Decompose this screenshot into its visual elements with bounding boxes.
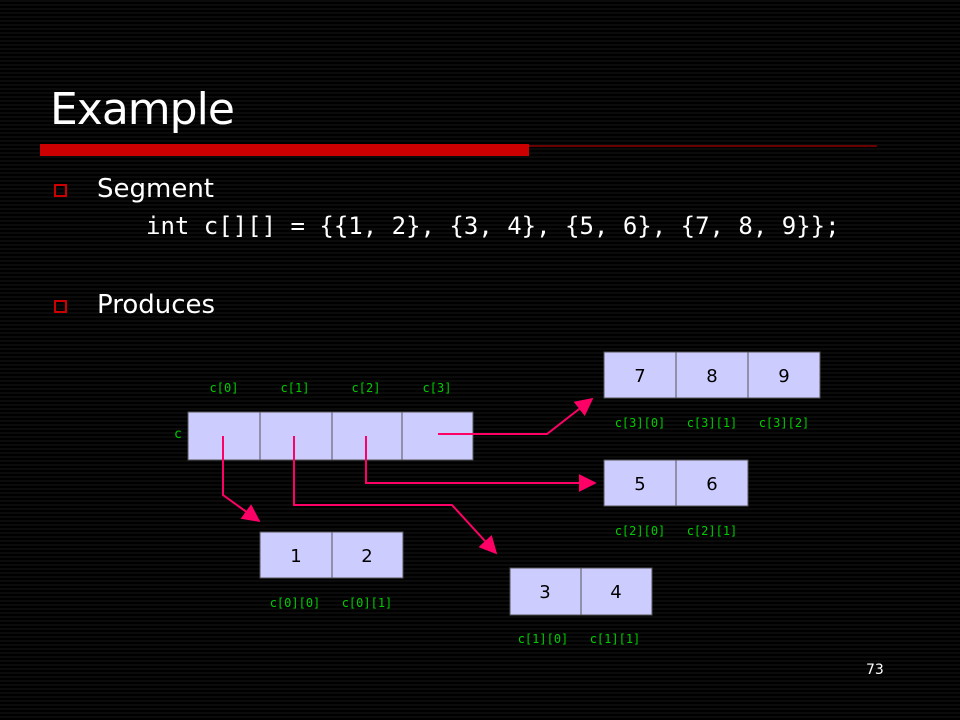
main-array-cell [259,411,333,461]
pointer-arrow-c2 [365,436,597,492]
cell-label: c[0][1] [342,596,393,610]
cell-label: c[1][0] [518,632,569,646]
slide-title: Example [50,84,235,135]
cell-value: 1 [290,546,301,567]
bullet-text: Produces [97,290,216,320]
pointer-arrow-c0 [222,436,261,523]
cell-label: c[1][1] [590,632,641,646]
pointer-arrow-c3 [438,397,594,435]
row1-cell [580,567,653,616]
row2-cell [675,459,749,507]
cell-label: c[2][0] [615,524,666,538]
cell-label: c[3][1] [687,416,738,430]
cell-label: c[2][1] [687,524,738,538]
main-array-label: c[3] [423,381,452,395]
square-bullet-icon [54,183,67,197]
cell-value: 6 [706,474,717,495]
main-array-label: c[1] [281,381,310,395]
title-underline [40,144,529,156]
cell-value: 2 [361,546,372,567]
main-array-label: c[2] [352,381,381,395]
row0-cell [331,531,404,579]
cell-value: 3 [539,582,550,603]
bullet-produces: Produces [54,290,215,320]
row1-cell [509,567,582,616]
bullet-text: Segment [97,174,214,204]
cell-label: c[0][0] [270,596,321,610]
main-array-label: c[0] [210,381,239,395]
cell-value: 9 [778,366,789,387]
cell-label: c[3][0] [615,416,666,430]
row0-cell [259,531,333,579]
code-line: int c[][] = {{1, 2}, {3, 4}, {5, 6}, {7,… [146,212,840,240]
pointer-arrow-c1 [293,436,498,555]
variable-name: c [174,427,182,442]
cell-value: 7 [634,366,645,387]
page-number: 73 [866,662,884,678]
cell-value: 8 [706,366,717,387]
title-underline-thin [529,145,877,147]
row3-cell [747,351,821,399]
cell-value: 5 [634,474,645,495]
row3-cell [603,351,677,399]
row2-cell [603,459,677,507]
main-array-cell [401,411,474,461]
cell-label: c[3][2] [759,416,810,430]
cell-value: 4 [610,582,621,603]
bullet-segment: Segment [54,174,214,204]
square-bullet-icon [54,299,67,313]
